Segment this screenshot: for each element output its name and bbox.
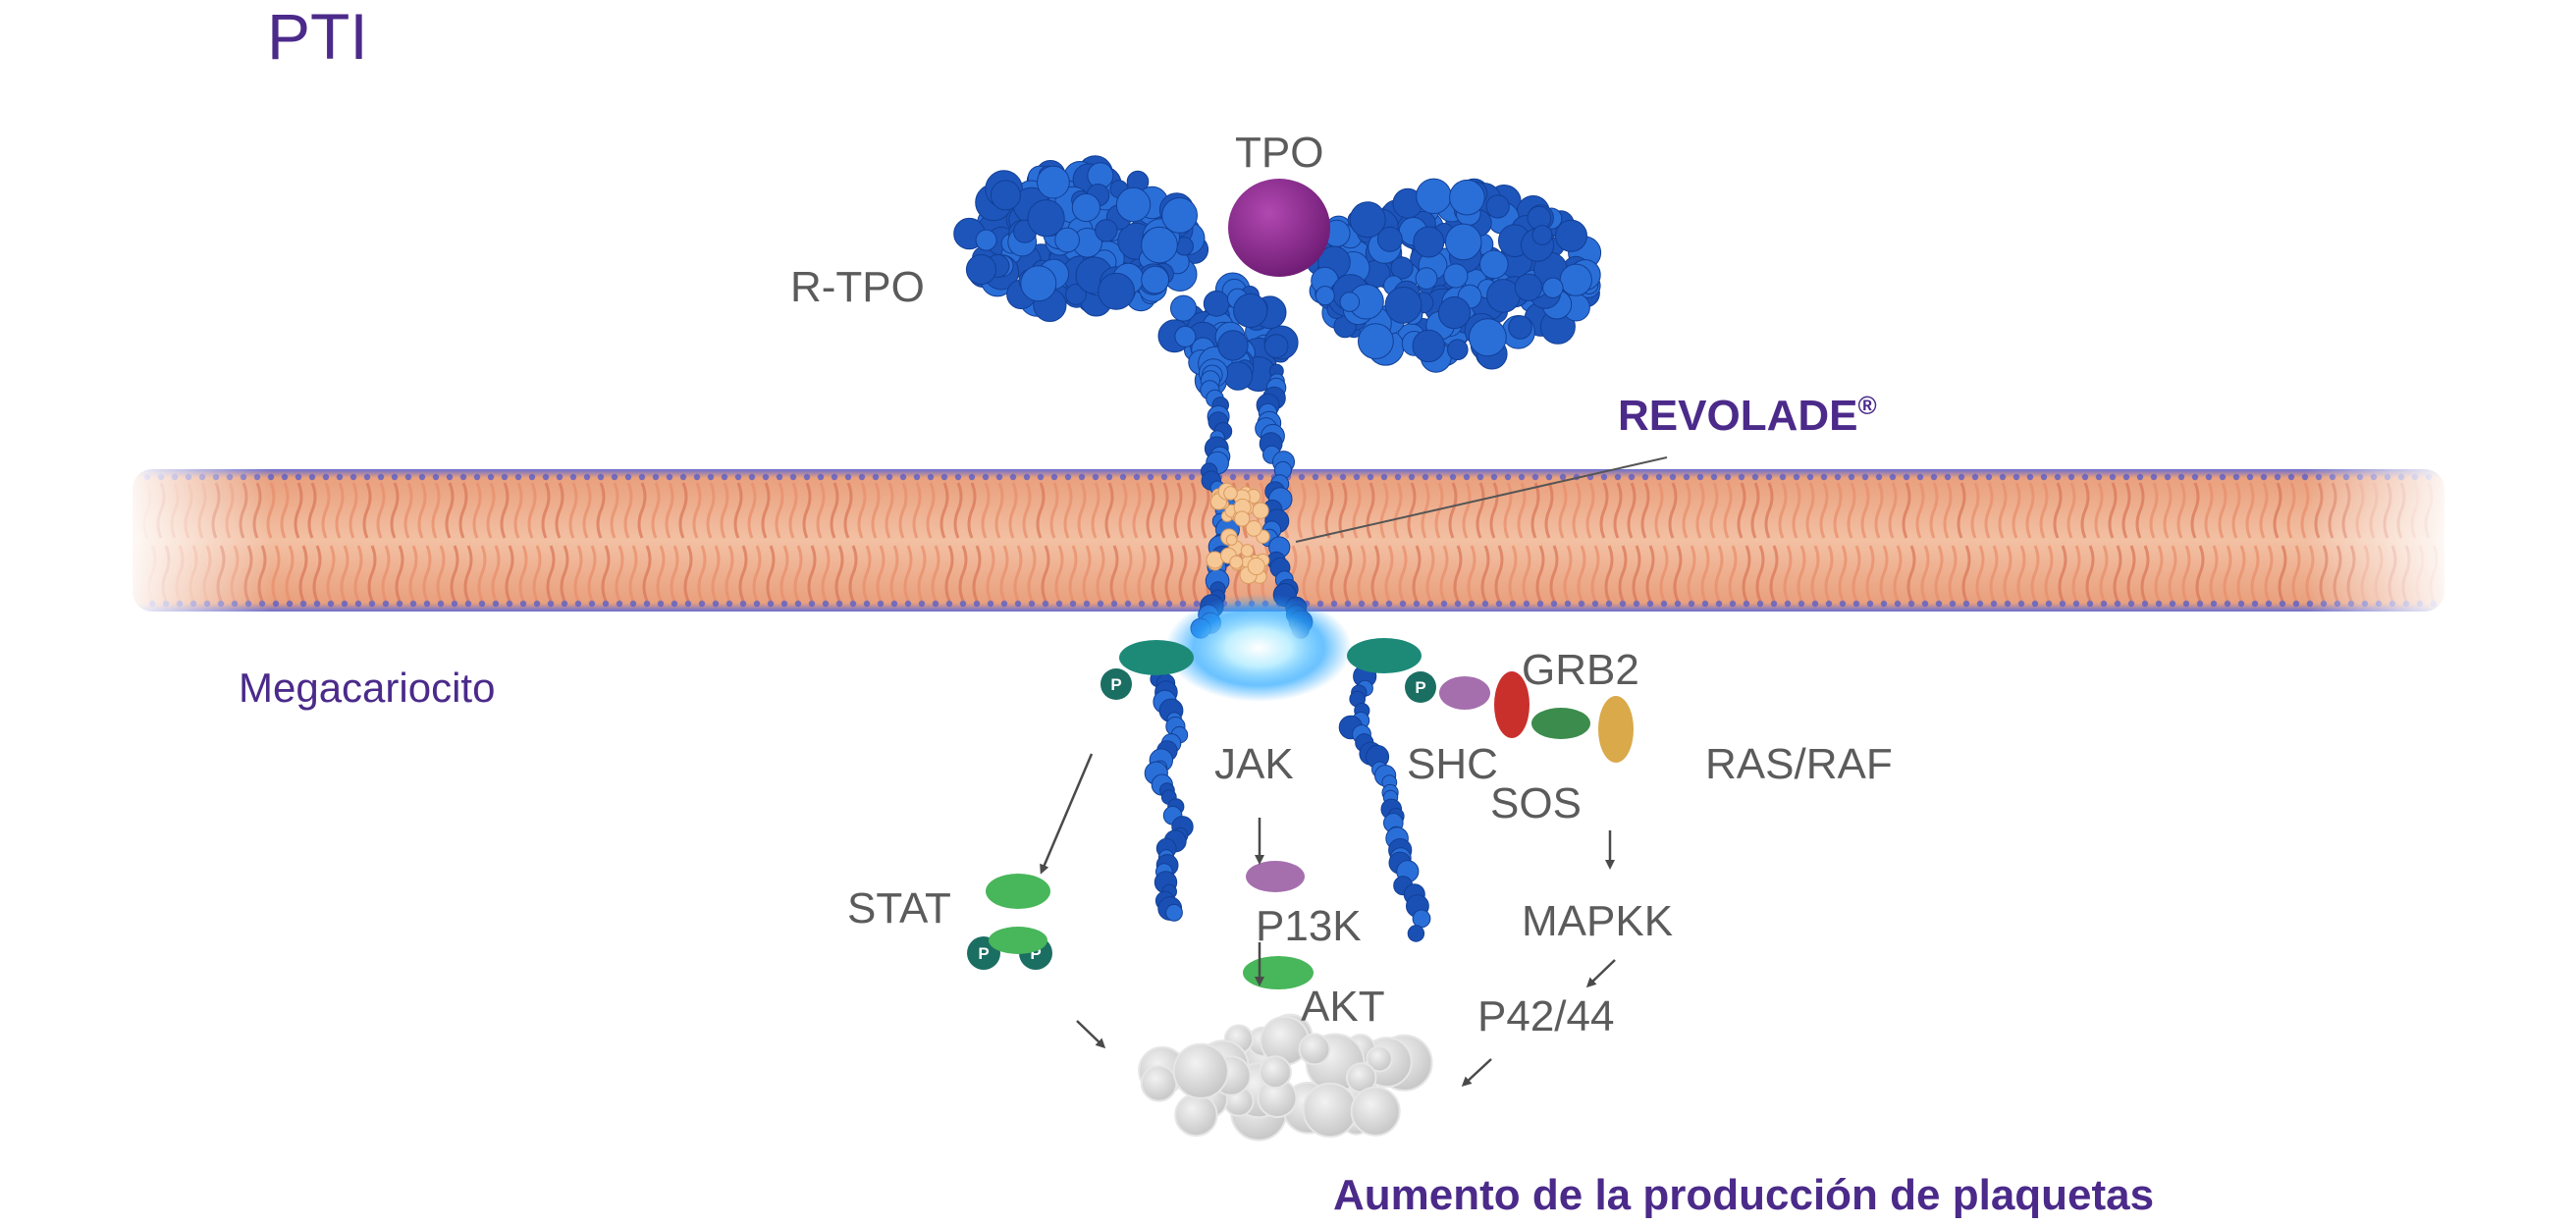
tpo-label: TPO [1235, 129, 1323, 177]
phospho-badge: P [1100, 668, 1132, 700]
activation-glow [1165, 594, 1352, 702]
svg-text:P: P [1110, 675, 1121, 694]
sos-label: SOS [1490, 779, 1582, 827]
p13k-protein [1246, 861, 1305, 892]
page-title: PTI [267, 0, 368, 73]
shc-protein [1439, 676, 1490, 710]
megacariocito-label: Megacariocito [239, 665, 495, 711]
grb2-label: GRB2 [1522, 646, 1639, 694]
revolade-label: REVOLADE® [1618, 391, 1877, 440]
p42-44-label: P42/44 [1477, 992, 1614, 1040]
sos-gold-protein [1598, 696, 1634, 763]
p13k-label: P13K [1256, 902, 1362, 950]
shc-label: SHC [1407, 740, 1498, 788]
svg-text:P: P [1030, 944, 1041, 963]
svg-text:P: P [1415, 678, 1425, 697]
pathway-arrows [1040, 753, 1616, 1088]
jak-kinase-left [1119, 640, 1194, 675]
ras-raf-label: RAS/RAF [1705, 740, 1893, 788]
stat-label: STAT [847, 884, 951, 932]
outcome-label: Aumento de la producción de plaquetas [1333, 1171, 2154, 1219]
stat-dimer-protein [989, 927, 1047, 954]
phospho-badge: P [1405, 671, 1436, 703]
grb2-red-protein [1494, 671, 1530, 738]
jak-label: JAK [1214, 740, 1294, 788]
akt-label: AKT [1301, 983, 1385, 1031]
revolade-pointer-line [1295, 456, 1668, 543]
revolade-molecule [1206, 482, 1270, 585]
r-tpo-receptor [953, 155, 1602, 942]
jak-kinase-right [1347, 638, 1422, 673]
stat-protein [986, 874, 1050, 909]
receptor-heads [953, 155, 1602, 398]
svg-text:P: P [978, 944, 989, 963]
tpo-ligand [1228, 179, 1330, 277]
grb2-green-protein [1531, 708, 1590, 739]
mapkk-label: MAPKK [1522, 897, 1673, 945]
platelet-cluster [1138, 1013, 1433, 1142]
r-tpo-label: R-TPO [790, 263, 925, 311]
